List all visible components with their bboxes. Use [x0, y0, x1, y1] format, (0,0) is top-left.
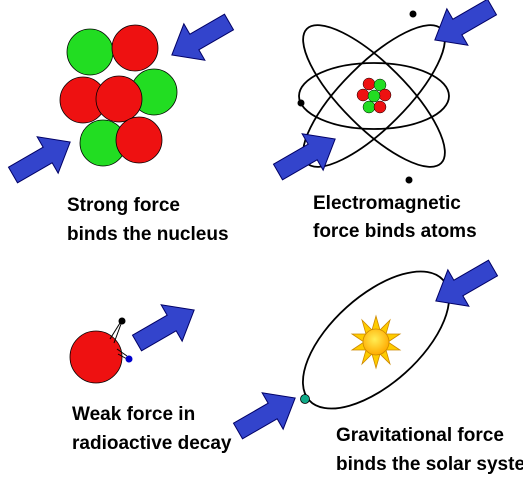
arrow-icon: [434, 0, 498, 46]
electron-orbit: [302, 24, 446, 168]
electron: [405, 176, 413, 184]
nucleus: [59, 24, 178, 167]
weak-force-panel: Weak force in radioactive decay: [69, 304, 232, 454]
gravitational-force-panel: Gravitational force binds the solar syst…: [232, 259, 523, 475]
gravitational-force-caption-line2: binds the solar system: [336, 454, 523, 475]
nucleon-red: [378, 88, 392, 102]
arrow-icon: [435, 259, 499, 307]
decay-emission-lines: [109, 322, 128, 360]
planet: [300, 394, 310, 404]
decaying-nucleus: [69, 330, 123, 384]
weak-force-caption-line2: radioactive decay: [72, 433, 232, 454]
electron-orbit: [298, 62, 450, 130]
nucleon-red: [111, 24, 159, 72]
sun-icon: [350, 314, 402, 370]
electromagnetic-force-caption-line1: Electromagnetic: [313, 193, 461, 214]
nucleon-red: [115, 116, 163, 164]
nucleon-green: [362, 100, 376, 114]
strong-force-caption-line2: binds the nucleus: [67, 224, 229, 245]
nucleon-red: [373, 100, 387, 114]
nucleon-green: [66, 28, 114, 76]
atom-nucleus: [356, 77, 392, 114]
arrow-icon: [171, 13, 235, 61]
electron: [297, 99, 305, 107]
gravitational-force-caption-line1: Gravitational force: [336, 425, 504, 446]
emitted-particle: [118, 317, 126, 325]
arrow-icon: [131, 304, 195, 352]
nucleon-green: [373, 78, 387, 92]
electromagnetic-force-caption-line2: force binds atoms: [313, 221, 477, 242]
emitted-particle: [125, 355, 133, 363]
arrow-icon: [232, 392, 296, 440]
electron: [409, 10, 417, 18]
arrow-icon: [272, 133, 336, 181]
electromagnetic-force-panel: Electromagnetic force binds atoms: [272, 0, 498, 242]
strong-force-panel: Strong force binds the nucleus: [7, 13, 235, 245]
strong-force-caption-line1: Strong force: [67, 195, 180, 216]
nucleon-green: [367, 89, 381, 103]
weak-force-caption-line1: Weak force in: [72, 404, 195, 425]
nucleon-red: [95, 75, 143, 123]
nucleon-red: [356, 88, 370, 102]
arrow-icon: [7, 136, 71, 184]
nucleon-red: [362, 77, 376, 91]
